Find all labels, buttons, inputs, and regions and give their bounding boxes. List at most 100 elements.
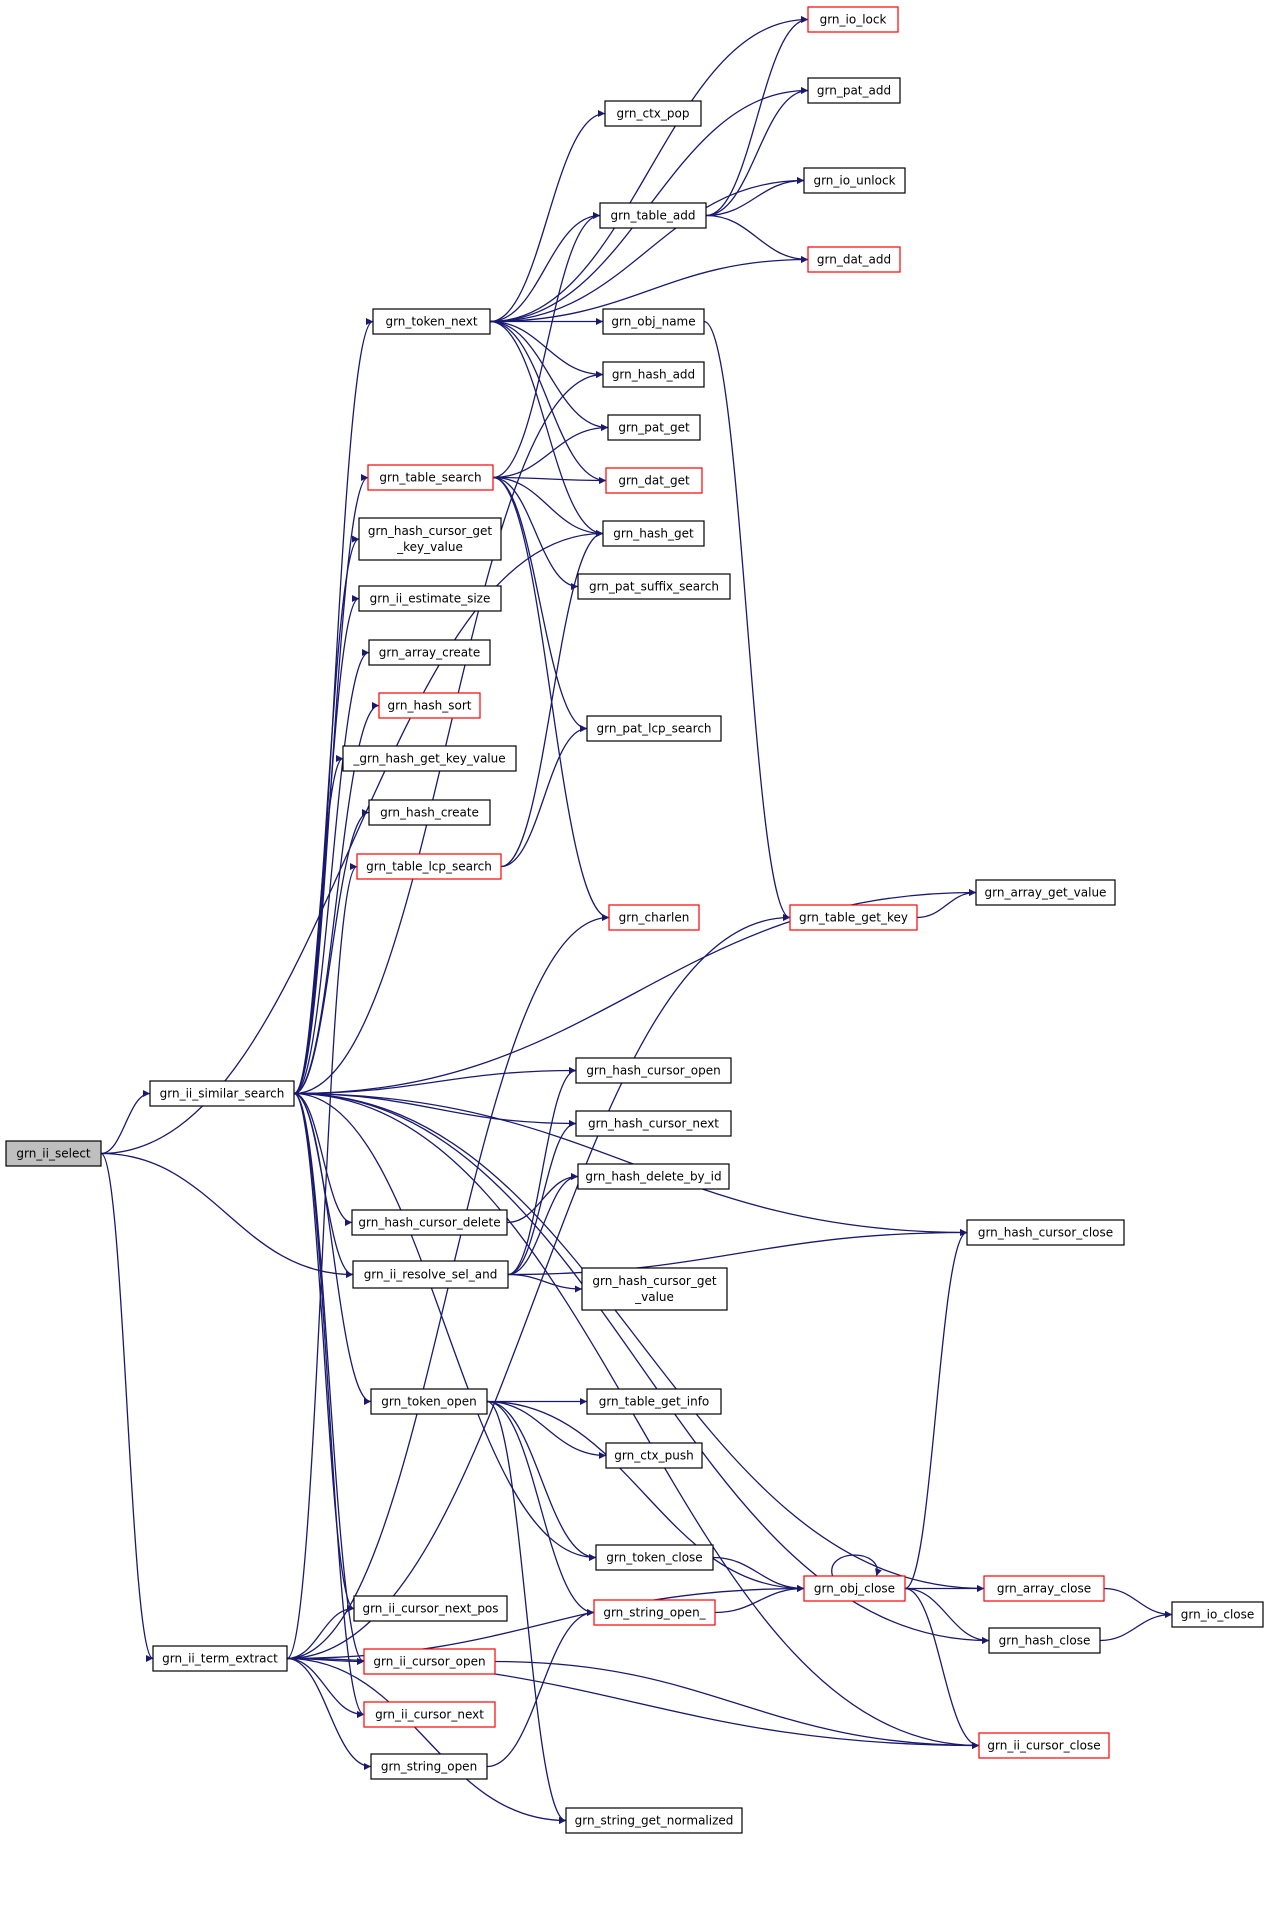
edge-grn_table_search-to-grn_hash_get <box>492 476 604 537</box>
node-grn_pat_suffix_search[interactable]: grn_pat_suffix_search <box>577 573 731 600</box>
node-grn_hash_close[interactable]: grn_hash_close <box>988 1627 1101 1654</box>
node-box <box>363 1648 496 1675</box>
node-grn_table_add[interactable]: grn_table_add <box>599 202 707 229</box>
node-grn_pat_lcp_search[interactable]: grn_pat_lcp_search <box>586 715 722 742</box>
node-grn_hash_cursor_get_key_value[interactable]: grn_hash_cursor_get_key_value <box>358 517 502 561</box>
node-grn_charlen[interactable]: grn_charlen <box>608 904 700 931</box>
node-grn_ii_cursor_close[interactable]: grn_ii_cursor_close <box>978 1732 1110 1759</box>
edge-grn_obj_close-to-grn_hash_cursor_close <box>904 1229 968 1590</box>
node-grn_hash_create[interactable]: grn_hash_create <box>368 799 491 826</box>
edge-grn_token_open-to-grn_obj_close <box>486 1400 805 1592</box>
node-grn_token_close[interactable]: grn_token_close <box>595 1544 714 1571</box>
node-grn_table_get_info[interactable]: grn_table_get_info <box>586 1388 722 1415</box>
node-grn_token_next[interactable]: grn_token_next <box>372 308 491 335</box>
node-label: grn_hash_create <box>380 806 479 820</box>
edge-grn_ii_term_extract-to-grn_table_lcp_search <box>286 863 358 1660</box>
edge-grn_token_next-to-grn_table_add <box>489 212 601 323</box>
node-grn_dat_get[interactable]: grn_dat_get <box>605 467 703 494</box>
node-label: grn_io_lock <box>820 13 887 27</box>
node-grn_hash_cursor_open[interactable]: grn_hash_cursor_open <box>575 1057 732 1084</box>
node-_grn_hash_get_key_value[interactable]: _grn_hash_get_key_value <box>342 745 517 772</box>
node-grn_hash_cursor_get_value[interactable]: grn_hash_cursor_get_value <box>581 1267 728 1311</box>
edge-grn_token_close-to-grn_obj_close <box>712 1556 805 1592</box>
node-grn_obj_name[interactable]: grn_obj_name <box>602 308 705 335</box>
node-box <box>577 573 731 600</box>
node-box <box>607 414 701 441</box>
node-box <box>602 308 705 335</box>
node-grn_ii_similar_search[interactable]: grn_ii_similar_search <box>149 1080 295 1107</box>
node-grn_array_create[interactable]: grn_array_create <box>368 639 491 666</box>
node-grn_obj_close[interactable]: grn_obj_close <box>803 1575 906 1602</box>
edge-grn_token_next-to-grn_pat_get <box>489 320 609 431</box>
node-box <box>803 1575 906 1602</box>
node-grn_string_get_normalized[interactable]: grn_string_get_normalized <box>565 1807 743 1834</box>
node-grn_pat_add[interactable]: grn_pat_add <box>807 77 901 104</box>
node-grn_ii_term_extract[interactable]: grn_ii_term_extract <box>152 1645 288 1672</box>
node-grn_ii_cursor_next_pos[interactable]: grn_ii_cursor_next_pos <box>353 1595 508 1622</box>
node-box <box>342 745 517 772</box>
node-grn_ctx_push[interactable]: grn_ctx_push <box>605 1442 703 1469</box>
edge-grn_ii_similar_search-to-grn_array_close <box>293 1092 985 1592</box>
node-label: grn_hash_cursor_next <box>588 1117 719 1131</box>
node-grn_table_lcp_search[interactable]: grn_table_lcp_search <box>356 853 502 880</box>
node-box <box>372 308 491 335</box>
edge-grn_table_add-to-grn_pat_add <box>705 87 809 217</box>
node-grn_token_open[interactable]: grn_token_open <box>370 1388 488 1415</box>
node-box <box>593 1599 716 1626</box>
edge-grn_ii_resolve_sel_and-to-grn_hash_cursor_next <box>507 1120 577 1276</box>
node-grn_hash_cursor_next[interactable]: grn_hash_cursor_next <box>575 1110 732 1137</box>
node-label: grn_ii_cursor_close <box>987 1739 1100 1753</box>
node-label: grn_obj_name <box>611 315 695 329</box>
node-grn_ctx_pop[interactable]: grn_ctx_pop <box>604 100 702 127</box>
node-grn_array_close[interactable]: grn_array_close <box>983 1575 1105 1602</box>
node-label: grn_charlen <box>619 911 690 925</box>
edge-grn_ii_similar_search-to-grn_hash_cursor_open <box>293 1067 577 1095</box>
node-box <box>1171 1601 1264 1628</box>
node-grn_table_get_key[interactable]: grn_table_get_key <box>789 904 918 931</box>
node-grn_io_close[interactable]: grn_io_close <box>1171 1601 1264 1628</box>
node-grn_dat_add[interactable]: grn_dat_add <box>807 246 901 273</box>
node-grn_io_lock[interactable]: grn_io_lock <box>807 6 899 33</box>
node-label: grn_ii_cursor_next <box>375 1708 484 1722</box>
node-grn_ii_estimate_size[interactable]: grn_ii_estimate_size <box>358 585 502 612</box>
edge-grn_ii_similar_search-to-grn_hash_add <box>293 371 604 1095</box>
node-grn_hash_add[interactable]: grn_hash_add <box>602 361 705 388</box>
node-grn_ii_cursor_open[interactable]: grn_ii_cursor_open <box>363 1648 496 1675</box>
node-grn_hash_sort[interactable]: grn_hash_sort <box>378 692 481 719</box>
node-label: grn_array_create <box>379 646 481 660</box>
edge-grn_token_next-to-grn_dat_add <box>489 256 809 323</box>
node-box <box>586 715 722 742</box>
node-label: grn_hash_cursor_delete <box>358 1216 500 1230</box>
edge-grn_table_search-to-grn_table_add <box>492 212 601 479</box>
node-grn_hash_cursor_close[interactable]: grn_hash_cursor_close <box>966 1219 1125 1246</box>
node-grn_hash_delete_by_id[interactable]: grn_hash_delete_by_id <box>577 1163 730 1190</box>
node-grn_pat_get[interactable]: grn_pat_get <box>607 414 701 441</box>
node-grn_io_unlock[interactable]: grn_io_unlock <box>803 167 906 194</box>
node-grn_string_open[interactable]: grn_string_open <box>370 1753 488 1780</box>
edge-grn_string_open_-to-grn_obj_close <box>714 1585 805 1614</box>
node-box <box>604 100 702 127</box>
edge-grn_table_add-to-grn_io_unlock <box>705 177 805 217</box>
edge-grn_ii_similar_search-to-grn_hash_cursor_delete <box>293 1092 353 1226</box>
node-grn_string_open_[interactable]: grn_string_open_ <box>593 1599 716 1626</box>
edge-grn_table_lcp_search-to-grn_pat_lcp_search <box>500 725 588 868</box>
node-grn_ii_resolve_sel_and[interactable]: grn_ii_resolve_sel_and <box>352 1260 509 1289</box>
node-grn_hash_get[interactable]: grn_hash_get <box>602 520 705 547</box>
node-grn_hash_cursor_delete[interactable]: grn_hash_cursor_delete <box>351 1209 508 1236</box>
node-label: grn_string_get_normalized <box>575 1814 734 1828</box>
node-grn_array_get_value[interactable]: grn_array_get_value <box>975 879 1116 906</box>
node-grn_table_search[interactable]: grn_table_search <box>367 464 494 491</box>
node-box <box>577 1163 730 1190</box>
node-label: grn_pat_suffix_search <box>589 580 719 594</box>
edge-grn_ii_similar_search-to-grn_hash_cursor_get_key_value <box>293 535 360 1095</box>
node-box <box>807 246 901 273</box>
node-label: grn_ctx_push <box>614 1449 693 1463</box>
node-label: grn_io_close <box>1181 1608 1255 1622</box>
edge-grn_obj_close-to-grn_ii_cursor_close <box>904 1587 980 1749</box>
node-box <box>356 853 502 880</box>
edge-grn_hash_close-to-grn_io_close <box>1099 1611 1173 1642</box>
node-grn_ii_cursor_next[interactable]: grn_ii_cursor_next <box>363 1701 496 1728</box>
node-label: grn_token_next <box>385 315 477 329</box>
edge-grn_ii_similar_search-to-grn_hash_cursor_close <box>293 1092 968 1236</box>
edge-grn_token_open-to-grn_token_close <box>486 1400 597 1561</box>
